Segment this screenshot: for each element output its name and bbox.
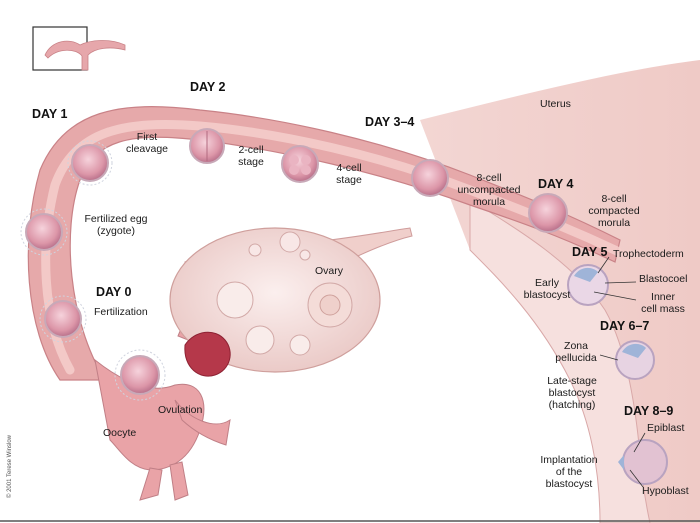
cell-fertilization [39,295,87,343]
cell-8-cell-uncompacted [411,159,449,197]
label-day-2: DAY 2 [190,80,226,94]
label-fertilization: Fertilization [94,306,148,318]
label-trophectoderm: Trophectoderm [613,248,684,260]
cell-oocyte [114,349,166,401]
label-day-8-9: DAY 8–9 [624,404,674,418]
label-ovulation: Ovulation [158,404,203,416]
cell-8-cell-compacted [528,193,568,233]
label-fertilized-egg: Fertilized egg(zygote) [84,213,148,237]
cell-implantation [618,439,668,485]
label-day-4: DAY 4 [538,177,574,191]
ovary [169,227,381,373]
cell-2-cell [189,128,225,164]
cell-early-blastocyst [567,264,609,306]
cell-zygote [20,208,68,256]
copyright-notice: © 2001 Terese Winslow [7,434,13,498]
inset-box [32,26,126,71]
label-day-3-4: DAY 3–4 [365,115,415,129]
label-oocyte: Oocyte [103,427,137,439]
label-day-1: DAY 1 [32,107,68,121]
label-day-6-7: DAY 6–7 [600,319,650,333]
label-day-0: DAY 0 [96,285,132,299]
label-blastocoel: Blastocoel [639,273,688,285]
cell-day1-top [67,140,113,186]
cell-4-cell [281,145,319,183]
label-uterus: Uterus [540,98,571,110]
label-day-5: DAY 5 [572,245,608,259]
ruptured-follicle [184,331,231,377]
leader-lines [593,256,646,488]
embryo-cells [20,128,668,485]
label-ovary: Ovary [315,265,344,277]
label-epiblast: Epiblast [647,422,685,434]
label-hypoblast: Hypoblast [642,485,689,497]
cell-late-blastocyst [615,340,655,380]
